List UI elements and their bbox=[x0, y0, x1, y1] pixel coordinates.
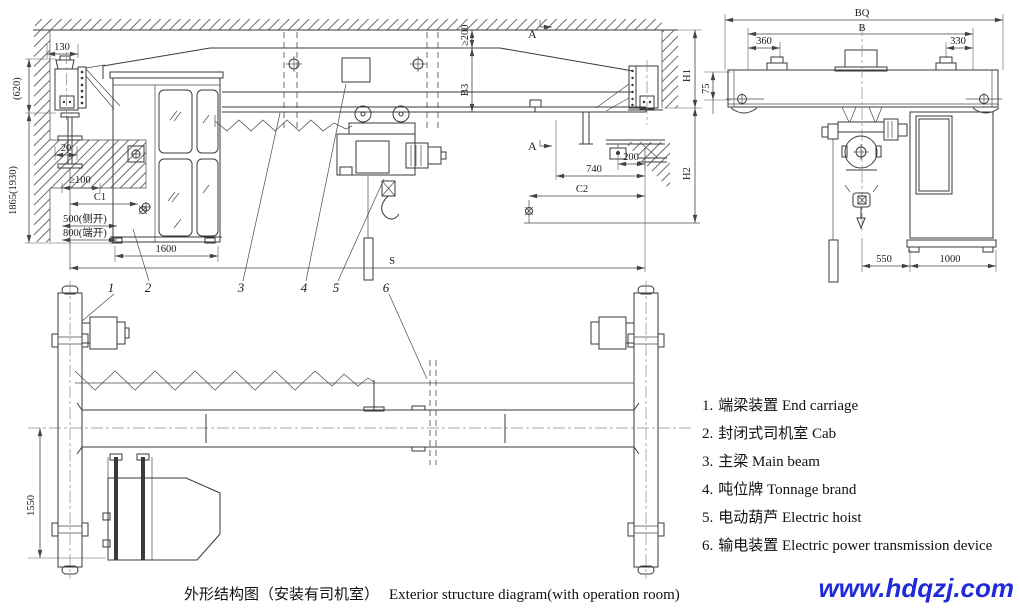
part-label-4: 4 bbox=[301, 280, 308, 295]
caption-chinese: 外形结构图（安装有司机室） bbox=[184, 587, 380, 603]
pendant-control-end bbox=[828, 239, 839, 283]
dim-1600: 1600 bbox=[156, 244, 177, 255]
bridge-girder-end bbox=[727, 24, 999, 235]
dim-c2: C2 bbox=[576, 184, 588, 195]
right-end-carriage-side bbox=[595, 60, 663, 125]
legend-item-number: 6. bbox=[702, 538, 714, 554]
dim-h2: H2 bbox=[682, 167, 693, 180]
tonnage-brand-plate bbox=[341, 57, 371, 83]
dim-min100: ≥100 bbox=[69, 175, 91, 186]
side-dimensions: 130 (620) 1865(1930) 20 ≥100 C1 500(侧开) … bbox=[8, 24, 702, 272]
legend-item: 1.端梁装置 End carriage bbox=[702, 394, 1018, 419]
section-a-bottom-label: A bbox=[528, 139, 537, 153]
legend-item-number: 3. bbox=[702, 454, 714, 470]
beam-accessories bbox=[529, 99, 667, 163]
dim-min200: ≥200 bbox=[460, 24, 471, 46]
drawing-caption: 外形结构图（安装有司机室） Exterior structure diagram(… bbox=[184, 583, 680, 604]
cab-end bbox=[906, 111, 997, 253]
dim-330: 330 bbox=[950, 36, 966, 47]
part-label-5: 5 bbox=[333, 280, 340, 295]
ceiling-hatch bbox=[33, 19, 678, 31]
dim-s: S bbox=[389, 256, 395, 267]
legend-item-label: 输电装置 Electric power transmission device bbox=[718, 538, 993, 554]
dim-800: 800(端开) bbox=[63, 226, 107, 239]
legend-item: 4.吨位牌 Tonnage brand bbox=[702, 478, 1018, 503]
legend-item-label: 电动葫芦 Electric hoist bbox=[718, 510, 862, 526]
dim-20: 20 bbox=[61, 143, 72, 154]
dim-550: 550 bbox=[876, 254, 892, 265]
end-view-bottom-dims: 550 1000 bbox=[861, 238, 997, 272]
electric-hoist-end bbox=[821, 106, 908, 283]
hook-end bbox=[844, 184, 879, 230]
legend-item-label: 主梁 Main beam bbox=[718, 454, 820, 470]
hoist-and-cab-plan bbox=[102, 453, 221, 561]
legend-item-number: 4. bbox=[702, 482, 714, 498]
dim-75: 75 bbox=[701, 84, 712, 95]
hook-side bbox=[381, 180, 400, 220]
legend-item-number: 2. bbox=[702, 426, 714, 442]
legend-item: 3.主梁 Main beam bbox=[702, 450, 1018, 475]
part-labels: 1 2 3 4 5 6 bbox=[81, 83, 428, 380]
section-a-top-label: A bbox=[528, 27, 537, 41]
legend-item-number: 1. bbox=[702, 398, 714, 414]
dim-500: 500(侧开) bbox=[63, 212, 107, 225]
electric-hoist-side bbox=[336, 105, 447, 281]
part-label-6: 6 bbox=[383, 280, 390, 295]
power-transmission-side bbox=[283, 32, 439, 130]
pendant-control-side bbox=[363, 237, 374, 281]
dim-h1: H1 bbox=[682, 69, 693, 82]
left-end-carriage-plan bbox=[51, 281, 130, 579]
festoon-wire-side bbox=[214, 115, 353, 132]
side-view: A A 130 (620) 1865(1930) 20 ≥100 C1 bbox=[8, 19, 702, 380]
dim-130: 130 bbox=[54, 42, 70, 53]
part-label-1: 1 bbox=[108, 280, 115, 295]
legend-item: 6.输电装置 Electric power transmission devic… bbox=[702, 534, 1018, 559]
end-view: BQ B 360 330 75 bbox=[701, 8, 1004, 283]
power-transmission-plan bbox=[429, 360, 437, 465]
festoon-wire-plan bbox=[74, 370, 634, 412]
window-glass-marks bbox=[167, 110, 210, 229]
plan-dimensions: 1550 bbox=[26, 428, 106, 559]
right-wall-hatch bbox=[624, 30, 678, 190]
dim-620: (620) bbox=[12, 77, 23, 100]
dim-740: 740 bbox=[586, 164, 602, 175]
cab-side bbox=[109, 71, 224, 244]
legend-item: 2.封闭式司机室 Cab bbox=[702, 422, 1018, 447]
plan-view: 1550 bbox=[26, 281, 692, 579]
website-watermark: www.hdqzj.com bbox=[818, 573, 1014, 603]
part-label-3: 3 bbox=[237, 280, 245, 295]
dim-1865: 1865(1930) bbox=[8, 166, 19, 215]
dim-c1: C1 bbox=[94, 192, 106, 203]
part-label-2: 2 bbox=[145, 280, 152, 295]
dim-bq: BQ bbox=[855, 8, 870, 19]
end-view-dimensions: BQ B 360 330 75 bbox=[701, 8, 1004, 114]
dim-1000: 1000 bbox=[940, 254, 961, 265]
legend-item-label: 封闭式司机室 Cab bbox=[718, 426, 837, 442]
dim-360: 360 bbox=[756, 36, 772, 47]
end-wheels bbox=[726, 93, 1002, 114]
legend-item-label: 端梁装置 End carriage bbox=[718, 398, 859, 414]
parts-legend: 1.端梁装置 End carriage 2.封闭式司机室 Cab 3.主梁 Ma… bbox=[702, 394, 1018, 562]
legend-item-label: 吨位牌 Tonnage brand bbox=[718, 482, 857, 498]
caption-english: Exterior structure diagram(with operatio… bbox=[389, 587, 680, 603]
cab-plan-outline bbox=[107, 477, 221, 561]
dim-200: 200 bbox=[623, 152, 639, 163]
main-beam-plan bbox=[76, 402, 640, 455]
main-beam-side bbox=[102, 47, 647, 113]
legend-item-number: 5. bbox=[702, 510, 714, 526]
section-a-marks: A A bbox=[528, 20, 552, 153]
right-end-carriage-plan bbox=[590, 281, 665, 579]
legend-item: 5.电动葫芦 Electric hoist bbox=[702, 506, 1018, 531]
dim-1550: 1550 bbox=[26, 495, 37, 516]
dim-b3: B3 bbox=[460, 84, 471, 96]
